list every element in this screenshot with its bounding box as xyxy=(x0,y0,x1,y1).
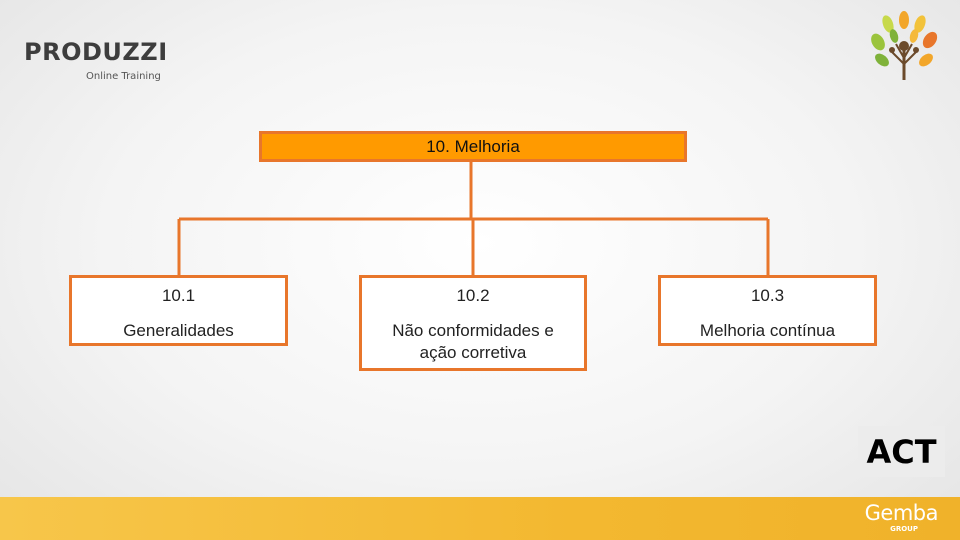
diagram-root-box: 10. Melhoria xyxy=(259,131,687,162)
brand-tagline: Online Training xyxy=(86,71,161,82)
diagram-root-label: 10. Melhoria xyxy=(426,136,520,156)
gemba-logo: Gemba GROUP xyxy=(864,501,939,533)
gemba-logo-sub: GROUP xyxy=(890,525,918,533)
gemba-logo-name: Gemba xyxy=(864,501,939,525)
diagram-child-box-2: 10.2 Não conformidades e ação corretiva xyxy=(359,275,587,371)
child-label: Melhoria contínua xyxy=(699,321,836,340)
child-label: Não conformidades e ação corretiva xyxy=(392,321,554,362)
child-code: 10.2 xyxy=(456,286,490,305)
brand-name: PRODUZZI xyxy=(24,38,168,66)
child-code: 10.1 xyxy=(161,286,196,305)
child-code: 10.3 xyxy=(750,286,785,305)
footer-bar: Gemba GROUP xyxy=(0,497,960,540)
diagram-child-box-3: 10.3 Melhoria contínua xyxy=(658,275,877,346)
phase-badge: ACT xyxy=(858,426,945,477)
produzzi-logo: PRODUZZI Online Training xyxy=(24,38,168,82)
diagram-child-box-1: 10.1 Generalidades xyxy=(69,275,288,346)
child-label: Generalidades xyxy=(123,321,234,340)
tree-people-icon xyxy=(871,11,938,80)
